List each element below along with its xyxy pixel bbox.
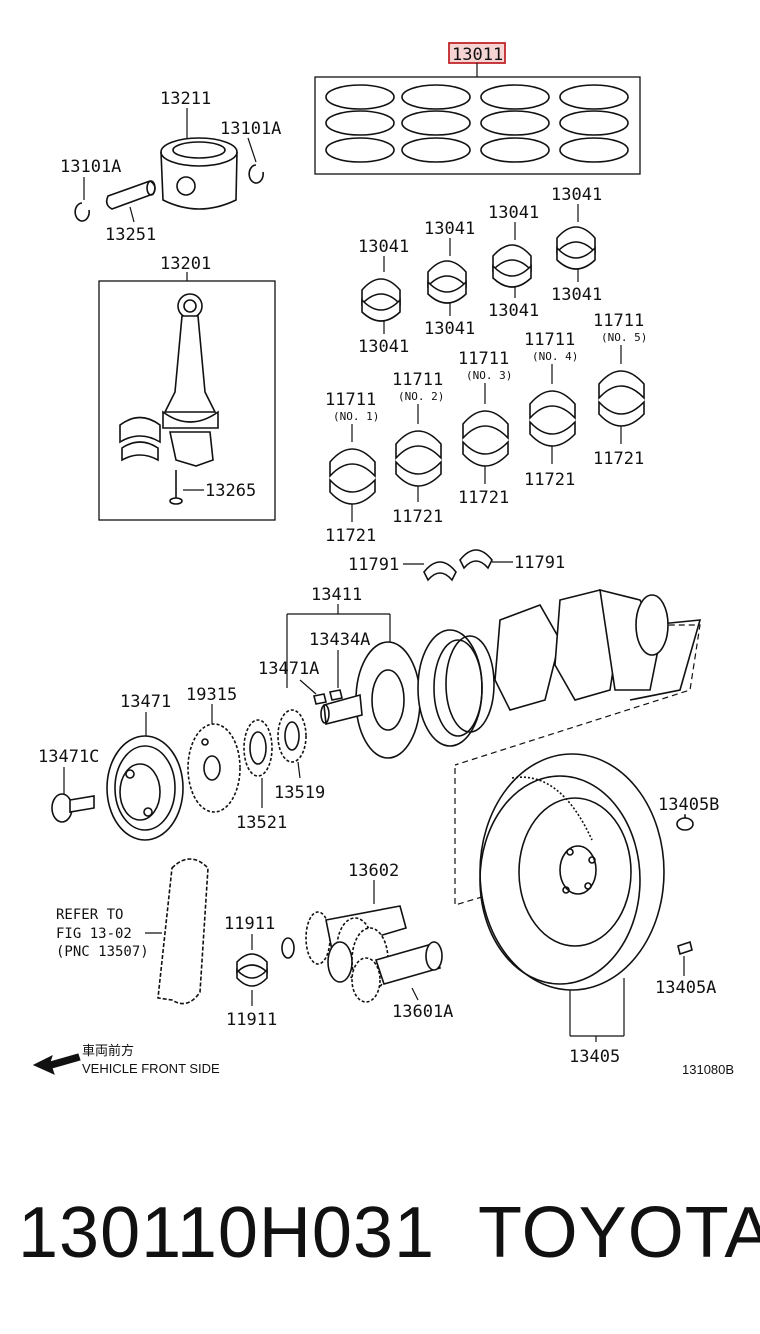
piston-pin-clip-right	[248, 164, 264, 184]
part-label-13041-7[interactable]: 13041	[551, 185, 602, 205]
part-label-13041-6[interactable]: 13041	[488, 301, 539, 321]
flywheel-pin-drawing	[677, 940, 693, 956]
main-bearings: 11711 (NO. 1) 11721 11711 (NO. 2) 11721 …	[325, 311, 647, 546]
balance-shaft-drawing	[281, 905, 443, 1003]
part-label-13101a-right[interactable]: 13101A	[220, 119, 281, 139]
part-label-11711-3[interactable]: 11711	[458, 349, 509, 369]
part-label-13471[interactable]: 13471	[120, 692, 171, 712]
part-label-13101a-left[interactable]: 13101A	[60, 157, 121, 177]
piston-pin-clip-left	[74, 202, 90, 222]
conrod-bearings-13041: 13041 13041 13041 13041 13041 13041 1304…	[358, 185, 602, 357]
part-label-13251[interactable]: 13251	[105, 225, 156, 245]
part-label-19315[interactable]: 19315	[186, 685, 237, 705]
timing-chain-group: REFER TO FIG 13-02 (PNC 13507)	[56, 858, 209, 1005]
piston-group: 13211 13101A 13101A 13251	[60, 89, 281, 245]
part-label-13434a[interactable]: 13434A	[309, 630, 370, 650]
oil-pump-sprocket-drawing	[277, 709, 307, 763]
part-label-11711-5[interactable]: 11711	[593, 311, 644, 331]
part-number-banner: 130110H031	[18, 1193, 436, 1273]
part-label-13601a[interactable]: 13601A	[392, 1002, 453, 1022]
part-label-13519[interactable]: 13519	[274, 783, 325, 803]
crankshaft-group: 13411 13434A	[286, 585, 702, 766]
bearing-number-4: (NO. 4)	[532, 350, 578, 363]
part-label-13211[interactable]: 13211	[160, 89, 211, 109]
timing-chain-drawing	[157, 858, 209, 1005]
bearing-number-5: (NO. 5)	[601, 331, 647, 344]
part-label-13471c[interactable]: 13471C	[38, 747, 99, 767]
ring-set-3	[480, 84, 550, 163]
part-label-13521[interactable]: 13521	[236, 813, 287, 833]
vehicle-front-indicator: 車両前方 VEHICLE FRONT SIDE	[32, 1043, 220, 1076]
connecting-rod-group: 13201 13265	[98, 254, 276, 521]
refer-note-line-1: REFER TO	[56, 907, 123, 923]
part-label-11721-5[interactable]: 11721	[593, 449, 644, 469]
brand-name-banner: TOYOTA	[478, 1193, 760, 1273]
balance-shaft-group: 13602 13601A 11911 11911	[224, 861, 453, 1030]
part-label-13265[interactable]: 13265	[205, 481, 256, 501]
pulley-bolt-drawing	[51, 793, 95, 823]
part-label-11721-2[interactable]: 11721	[392, 507, 443, 527]
part-label-13405b[interactable]: 13405B	[658, 795, 719, 815]
part-label-13041-2[interactable]: 13041	[358, 337, 409, 357]
ring-set-2	[401, 84, 471, 163]
flywheel-bolt-drawing	[676, 815, 694, 831]
piston-drawing	[160, 137, 238, 210]
crank-key-drawing	[313, 693, 327, 705]
part-label-11711-4[interactable]: 11711	[524, 330, 575, 350]
part-label-11721-3[interactable]: 11721	[458, 488, 509, 508]
thrust-washers-11791: 11791 11791	[348, 549, 565, 582]
figure-code: 131080B	[682, 1062, 734, 1077]
part-label-13602[interactable]: 13602	[348, 861, 399, 881]
piston-ring-set-13011[interactable]: 13011	[314, 42, 641, 175]
part-label-11791-2[interactable]: 11791	[514, 553, 565, 573]
part-label-11721-4[interactable]: 11721	[524, 470, 575, 490]
part-label-13041-5[interactable]: 13041	[488, 203, 539, 223]
ring-set-1	[325, 84, 395, 163]
part-label-11791-1[interactable]: 11791	[348, 555, 399, 575]
part-label-11721-1[interactable]: 11721	[325, 526, 376, 546]
part-label-13201[interactable]: 13201	[160, 254, 211, 274]
part-label-13405a[interactable]: 13405A	[655, 978, 716, 998]
flywheel-group: 13405B 13405A 13405	[454, 753, 719, 1067]
bearing-number-3: (NO. 3)	[466, 369, 512, 382]
front-arrow-icon	[32, 1053, 81, 1075]
crankshaft-drawing	[320, 588, 702, 766]
part-label-13405[interactable]: 13405	[569, 1047, 620, 1067]
part-label-13041-4[interactable]: 13041	[424, 319, 475, 339]
piston-pin-drawing	[105, 180, 156, 210]
part-label-11711-1[interactable]: 11711	[325, 390, 376, 410]
part-label-13041-3[interactable]: 13041	[424, 219, 475, 239]
refer-note-line-2: FIG 13-02	[56, 926, 132, 942]
part-label-11911-2[interactable]: 11911	[226, 1010, 277, 1030]
front-label-jp: 車両前方	[82, 1043, 134, 1058]
part-label-13011[interactable]: 13011	[452, 45, 503, 65]
ring-set-4	[559, 84, 629, 163]
bearing-number-1: (NO. 1)	[333, 410, 379, 423]
part-label-13471a[interactable]: 13471A	[258, 659, 319, 679]
crank-pulley-drawing	[106, 735, 184, 841]
conrod-drawing	[119, 293, 219, 467]
bearing-number-2: (NO. 2)	[398, 390, 444, 403]
sprockets-group: 19315 13521 13519	[186, 685, 325, 833]
part-label-13411[interactable]: 13411	[311, 585, 362, 605]
timing-plate-drawing	[187, 723, 241, 813]
pulley-group: 13471A 13471 13471C	[38, 659, 343, 841]
part-label-13041-8[interactable]: 13041	[551, 285, 602, 305]
refer-note-line-3: (PNC 13507)	[56, 944, 149, 960]
front-label-en: VEHICLE FRONT SIDE	[82, 1061, 220, 1076]
part-label-11911-1[interactable]: 11911	[224, 914, 275, 934]
part-label-13041-1[interactable]: 13041	[358, 237, 409, 257]
part-label-11711-2[interactable]: 11711	[392, 370, 443, 390]
flywheel-drawing	[479, 753, 665, 991]
crank-sprocket-drawing	[243, 719, 273, 777]
